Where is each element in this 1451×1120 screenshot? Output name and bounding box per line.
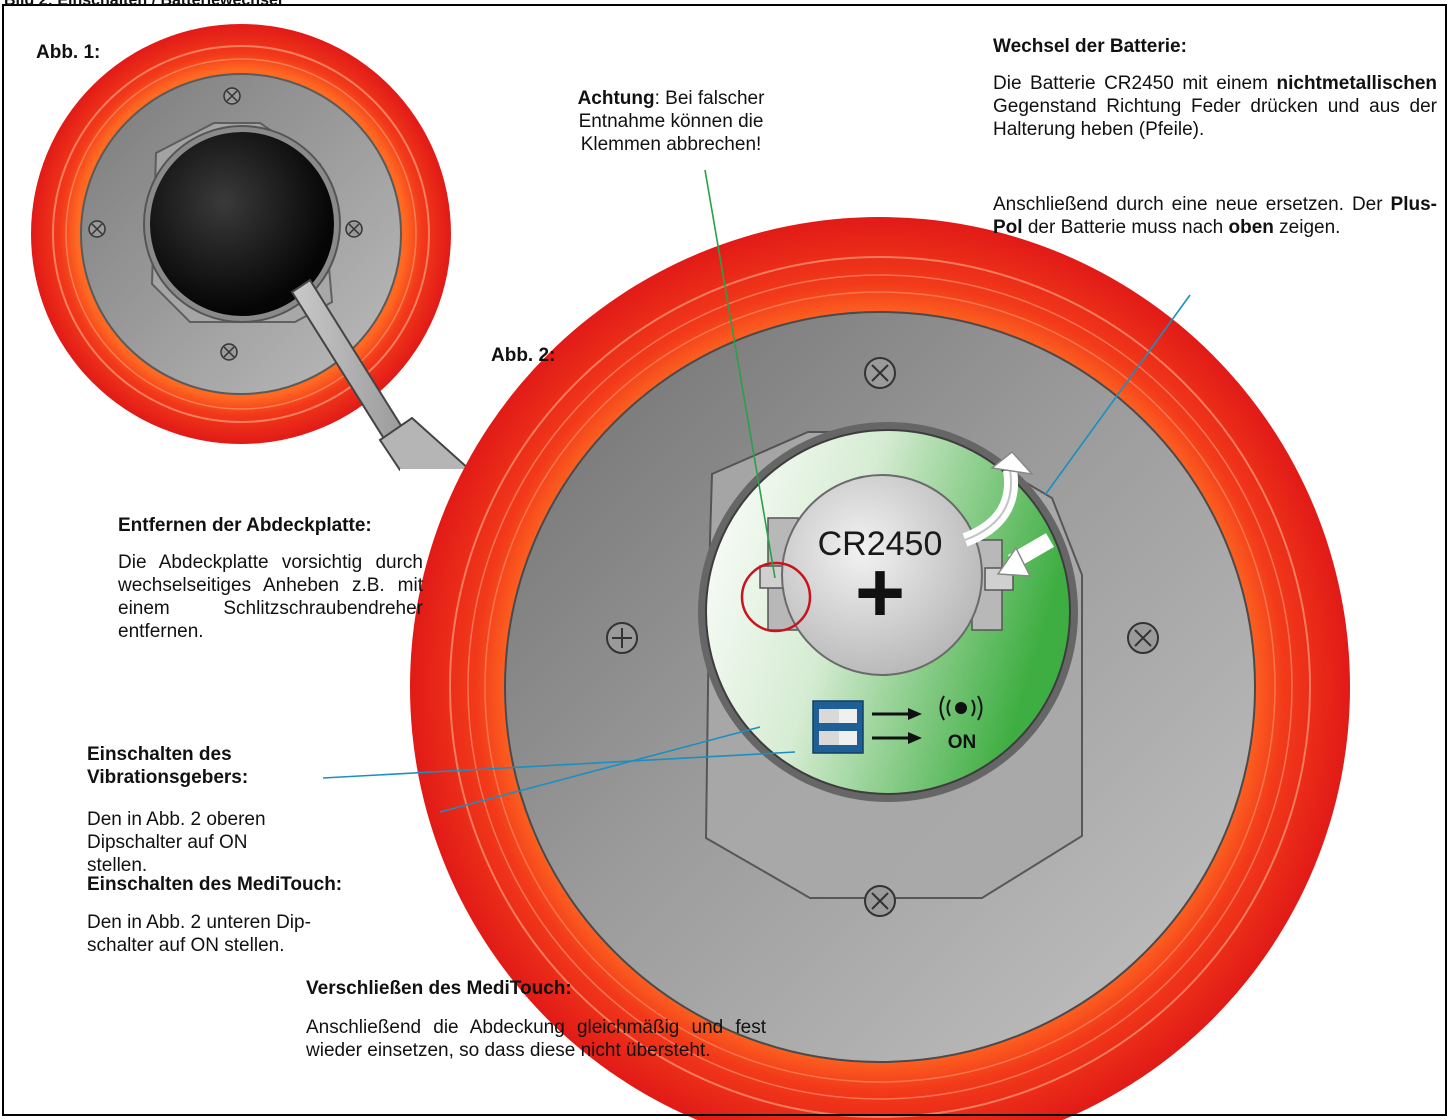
- vibration-icon: [939, 695, 983, 721]
- close-meditouch-text: Anschließend die Abdeckung gleichmäßig u…: [306, 1017, 766, 1061]
- warning-text: : Bei falscher Entnahme können die Klemm…: [578, 88, 765, 155]
- vibration-on-text: Den in Abb. 2 oberen Dipschalter auf ON …: [87, 809, 266, 876]
- battery: [781, 474, 983, 676]
- remove-cover-text: Die Abdeckplatte vorsichtig durch wechse…: [118, 552, 423, 642]
- battery-change-p1: Die Batterie CR2450 mit einem nichtmetal…: [993, 73, 1437, 140]
- plus-pole-symbol: +: [855, 545, 905, 641]
- screw-icon: [88, 87, 363, 361]
- fig1-label: Abb. 1:: [36, 42, 101, 63]
- leader-lines: [322, 169, 1191, 813]
- fig2-label: Abb. 2:: [491, 345, 556, 366]
- screw-icon: [606, 357, 1159, 917]
- warning-label: Achtung: [577, 88, 655, 109]
- battery-change-heading: Wechsel der Batterie:: [993, 36, 1187, 57]
- remove-cover-heading: Entfernen der Abdeckplatte:: [118, 515, 372, 536]
- meditouch-on-heading: Einschalten des MediTouch:: [87, 874, 343, 895]
- page-title: Bild 2: Einschalten / Batteriewechsel: [4, 0, 283, 9]
- close-meditouch-heading: Verschließen des MediTouch:: [306, 978, 572, 999]
- vibration-on-heading: Einschalten des Vibrationsgebers:: [87, 744, 249, 788]
- clip-callout-circle: [740, 561, 812, 633]
- figure-2-device: [410, 217, 1350, 1120]
- warning-note: Achtung: Bei falscher Entnahme können di…: [541, 87, 801, 156]
- meditouch-on-text: Den in Abb. 2 unteren Dip-schalter auf O…: [87, 912, 311, 956]
- battery-model-label: CR2450: [818, 525, 943, 563]
- dip-on-label: ON: [948, 732, 977, 753]
- dip-switch: [812, 695, 983, 754]
- figure-1-device: [31, 24, 451, 444]
- battery-change-p2: Anschließend durch eine neue ersetzen. D…: [993, 194, 1437, 238]
- screwdriver: [290, 278, 473, 471]
